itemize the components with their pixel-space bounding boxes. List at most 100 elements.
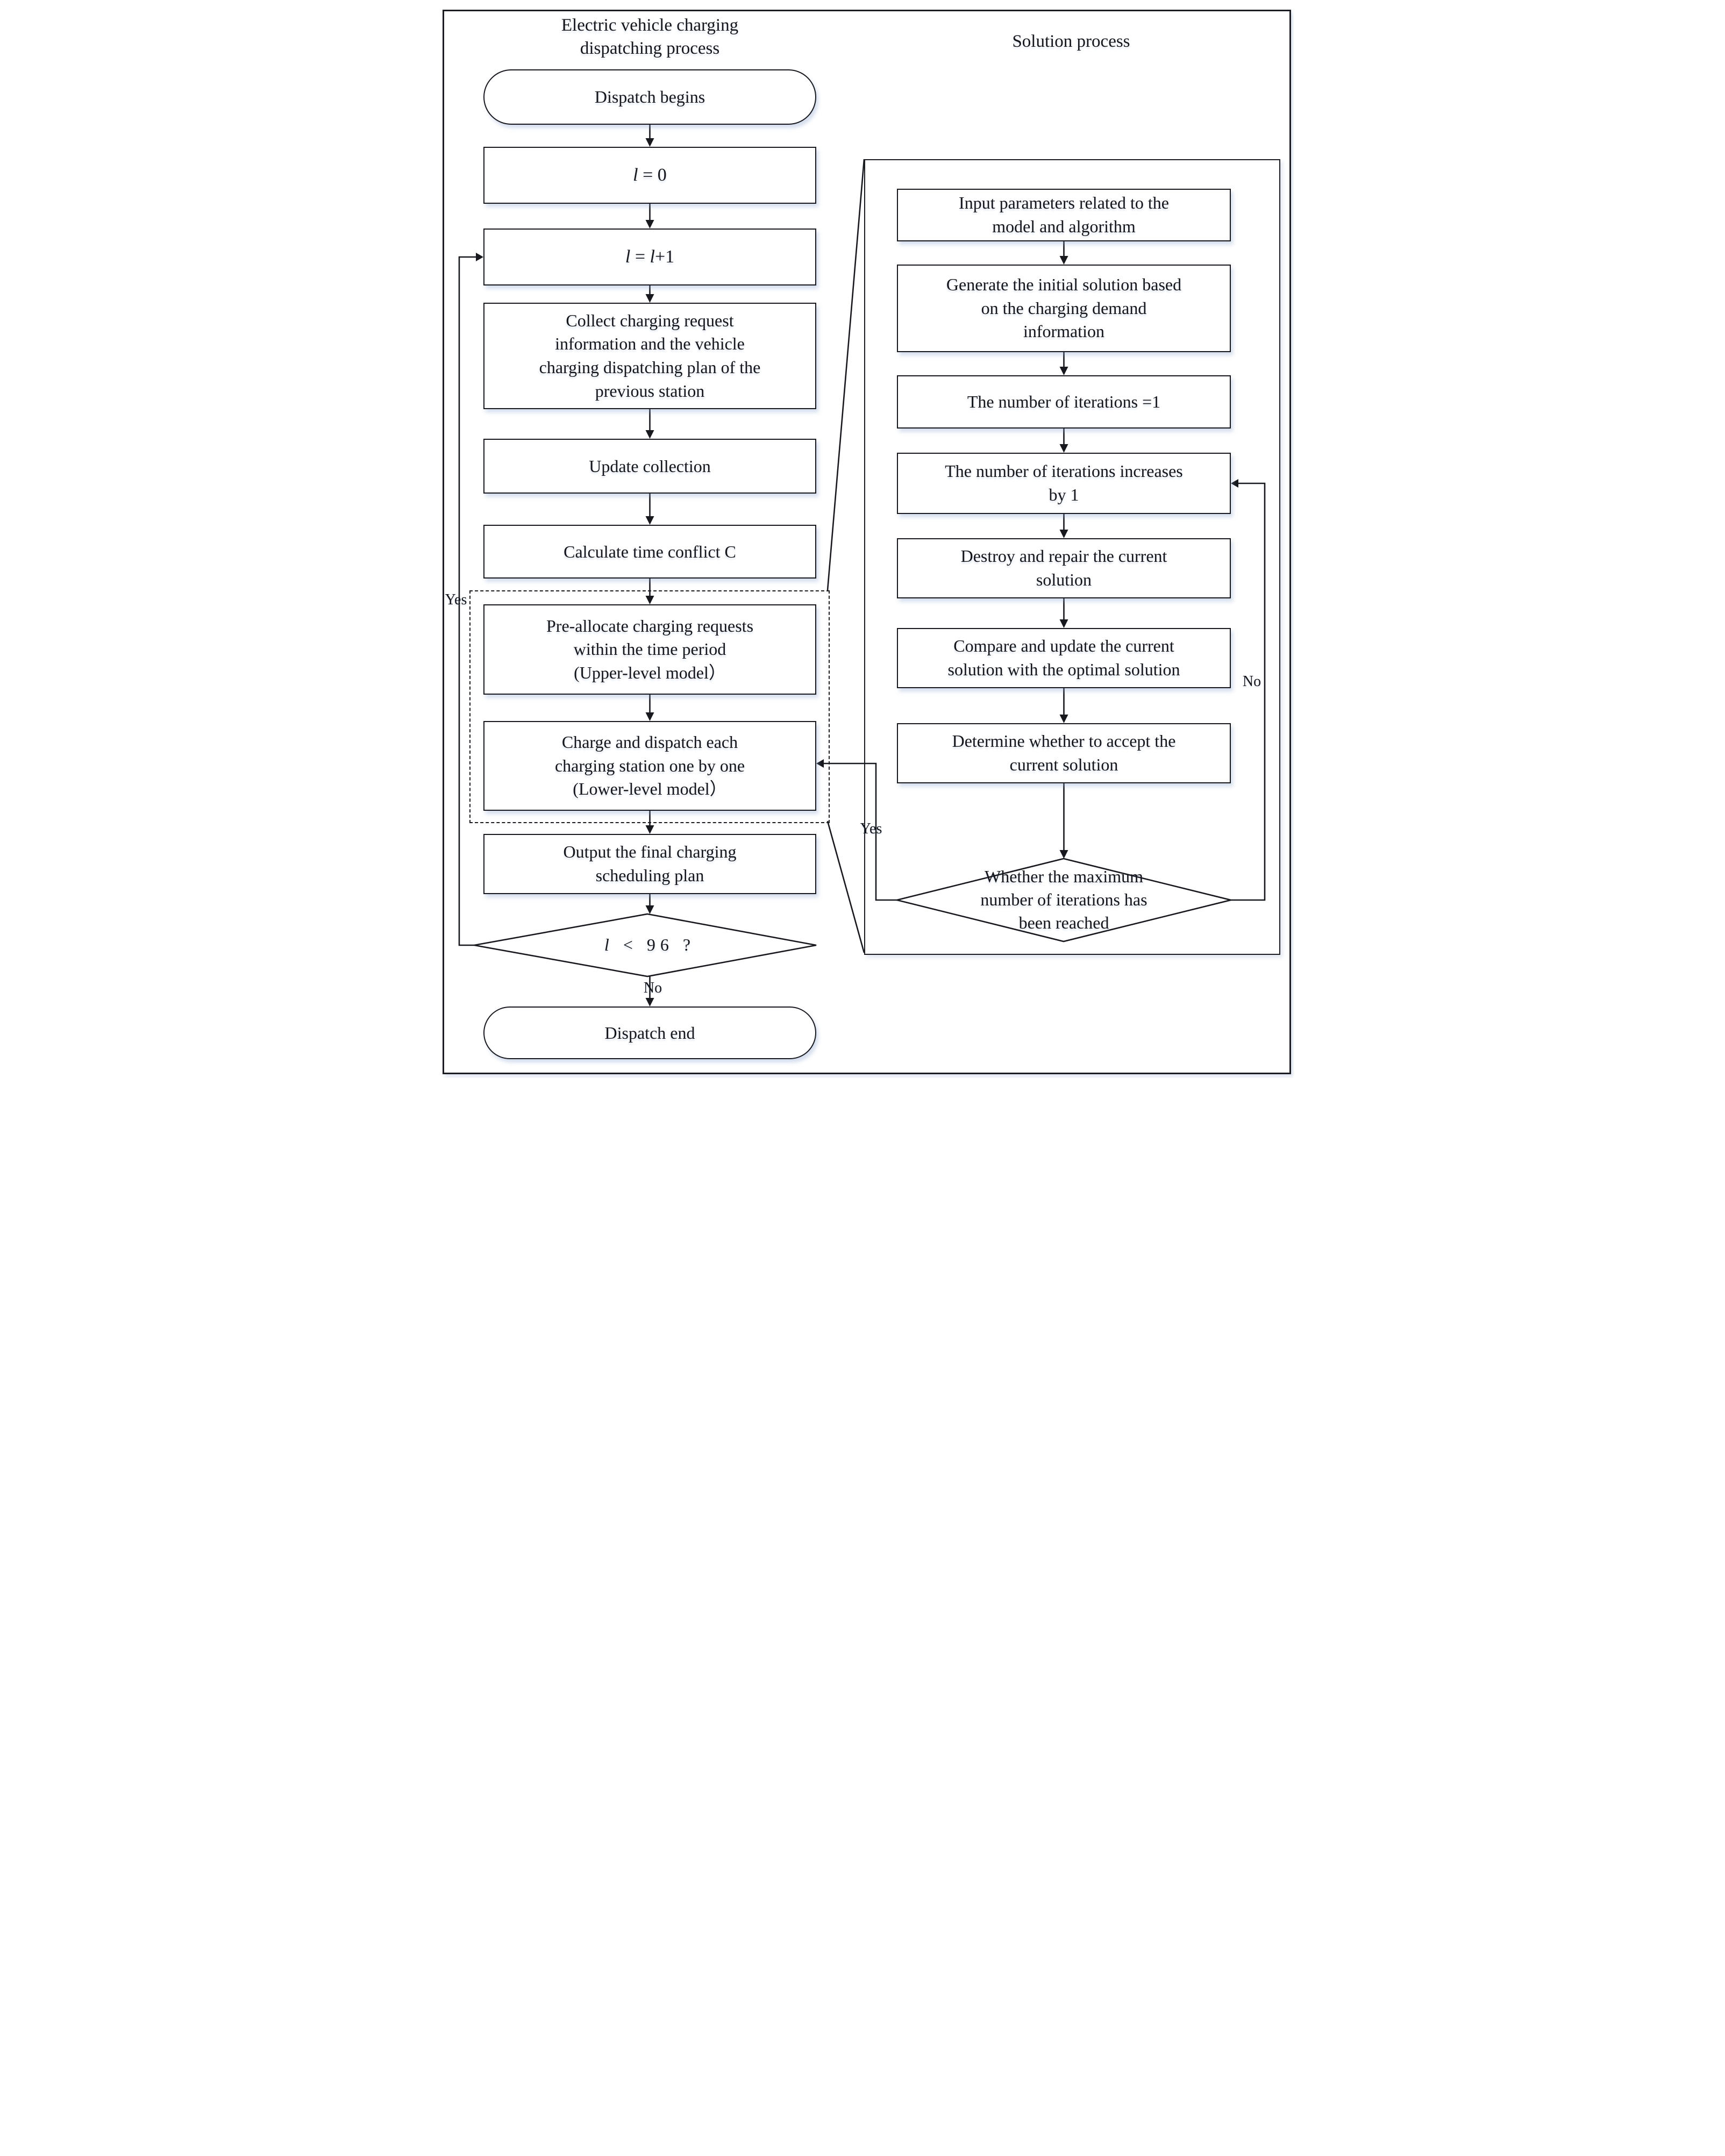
accept-solution-box: Determine whether to accept the current … xyxy=(897,723,1231,783)
end-terminator: Dispatch end xyxy=(483,1006,816,1059)
arrowhead-into-iterinc xyxy=(1231,479,1238,488)
text-line: Generate the initial solution based xyxy=(946,275,1182,295)
node-label: Destroy and repair the current solution xyxy=(961,545,1167,591)
arrowhead xyxy=(1059,367,1068,375)
callout-line-bottom xyxy=(826,820,865,953)
arrowhead xyxy=(645,516,654,525)
left-column-title: Electric vehicle charging dispatching pr… xyxy=(483,14,816,60)
dispatch-decision-label: l < 96 ? xyxy=(483,933,816,956)
yes-exit-line-right xyxy=(824,762,897,901)
calculate-conflict-box: Calculate time conflict C xyxy=(483,525,816,579)
text-line: current solution xyxy=(1009,755,1118,774)
arrowhead-into-charge xyxy=(816,759,824,768)
text-line: (Lower-level model） xyxy=(573,779,727,799)
compare-update-box: Compare and update the current solution … xyxy=(897,628,1231,688)
arrowhead xyxy=(645,998,654,1006)
yes-branch-label-left: Yes xyxy=(445,591,467,608)
text-line: solution xyxy=(1036,570,1092,589)
math-rest: = 0 xyxy=(638,165,667,185)
node-label: Charge and dispatch each charging statio… xyxy=(555,731,745,801)
arrowhead xyxy=(645,596,654,604)
math-var: l xyxy=(625,247,631,267)
title-line: Electric vehicle charging xyxy=(561,16,739,35)
text-line: Destroy and repair the current xyxy=(960,546,1167,566)
update-collection-box: Update collection xyxy=(483,439,816,494)
decision-diamond-dispatch xyxy=(474,913,817,977)
node-label: Output the final charging scheduling pla… xyxy=(564,840,737,887)
text-line: Compare and update the current xyxy=(953,636,1174,656)
arrowhead xyxy=(1059,256,1068,265)
text-line: Collect charging request xyxy=(566,310,734,330)
collect-info-box: Collect charging request information and… xyxy=(483,303,816,409)
node-label: Generate the initial solution based on t… xyxy=(946,273,1181,344)
arrowhead xyxy=(645,905,654,914)
math-rest: < 96 ? xyxy=(623,935,696,954)
text-line: number of iterations has xyxy=(980,889,1147,909)
text-line: on the charging demand xyxy=(981,298,1147,318)
text-line: Charge and dispatch each xyxy=(561,732,738,752)
preallocate-box: Pre-allocate charging requests within th… xyxy=(483,604,816,695)
node-label: Dispatch begins xyxy=(594,87,705,106)
text-line: Whether the maximum xyxy=(984,867,1143,886)
destroy-repair-box: Destroy and repair the current solution xyxy=(897,538,1231,598)
node-label: l = 0 xyxy=(633,165,667,185)
node-label: The number of iterations =1 xyxy=(967,392,1161,411)
no-branch-label-left: No xyxy=(643,980,662,996)
text-line: within the time period xyxy=(573,639,726,659)
no-branch-label-right: No xyxy=(1242,673,1261,690)
math-var: l xyxy=(633,165,638,185)
iteration-increment-box: The number of iterations increases by 1 xyxy=(897,453,1231,514)
text-line: been reached xyxy=(1018,912,1109,932)
arrowhead xyxy=(645,430,654,439)
charge-dispatch-box: Charge and dispatch each charging statio… xyxy=(483,721,816,811)
arrowhead xyxy=(1059,619,1068,628)
node-label: Pre-allocate charging requests within th… xyxy=(546,615,753,685)
callout-line-top xyxy=(826,159,865,591)
text-line: charging station one by one xyxy=(554,755,745,775)
arrowhead xyxy=(645,294,654,303)
math-rest: +1 xyxy=(654,247,675,267)
arrowhead xyxy=(1059,530,1068,538)
arrowhead xyxy=(1059,850,1068,859)
arrowhead xyxy=(645,138,654,147)
text-line: by 1 xyxy=(1049,485,1079,504)
arrowhead xyxy=(1059,715,1068,723)
text-line: information and the vehicle xyxy=(555,334,745,354)
increment-counter-box: l = l+1 xyxy=(483,229,816,285)
output-plan-box: Output the final charging scheduling pla… xyxy=(483,834,816,894)
title-line: Solution process xyxy=(1012,32,1130,51)
node-label: Dispatch end xyxy=(604,1023,695,1043)
math-var: l xyxy=(650,247,655,267)
right-column-title: Solution process xyxy=(864,30,1278,53)
text-line: The number of iterations increases xyxy=(945,461,1183,481)
math-mid: = xyxy=(630,247,650,267)
text-line: (Upper-level model） xyxy=(574,662,726,682)
text-line: previous station xyxy=(595,381,705,401)
solution-process-container xyxy=(864,159,1280,955)
text-line: Input parameters related to the xyxy=(959,193,1169,213)
arrowhead xyxy=(645,825,654,834)
decision-diamond-iterations xyxy=(896,858,1231,943)
yes-branch-label-right: Yes xyxy=(860,820,882,837)
node-label: Collect charging request information and… xyxy=(539,309,761,403)
arrowhead xyxy=(645,220,654,229)
connector-lines xyxy=(458,125,1266,1006)
math-var: l xyxy=(604,935,609,954)
text-line: information xyxy=(1023,322,1105,341)
start-terminator: Dispatch begins xyxy=(483,69,816,125)
node-label: Update collection xyxy=(589,456,711,476)
iterations-decision-label: Whether the maximum number of iterations… xyxy=(878,865,1250,934)
node-label: The number of iterations increases by 1 xyxy=(945,460,1183,506)
input-parameters-box: Input parameters related to the model an… xyxy=(897,189,1231,241)
arrowhead xyxy=(1059,444,1068,453)
arrowhead-into-linc xyxy=(476,253,483,261)
node-label: Determine whether to accept the current … xyxy=(952,730,1176,776)
init-counter-box: l = 0 xyxy=(483,147,816,204)
no-loop-line-right xyxy=(1231,482,1266,901)
node-label: l = l+1 xyxy=(625,247,674,267)
flowchart-canvas: Electric vehicle charging dispatching pr… xyxy=(431,0,1294,1078)
text-line: Pre-allocate charging requests xyxy=(546,616,754,636)
bilevel-model-dashed-box xyxy=(469,590,830,823)
arrowhead xyxy=(645,712,654,721)
title-line: dispatching process xyxy=(580,38,720,58)
